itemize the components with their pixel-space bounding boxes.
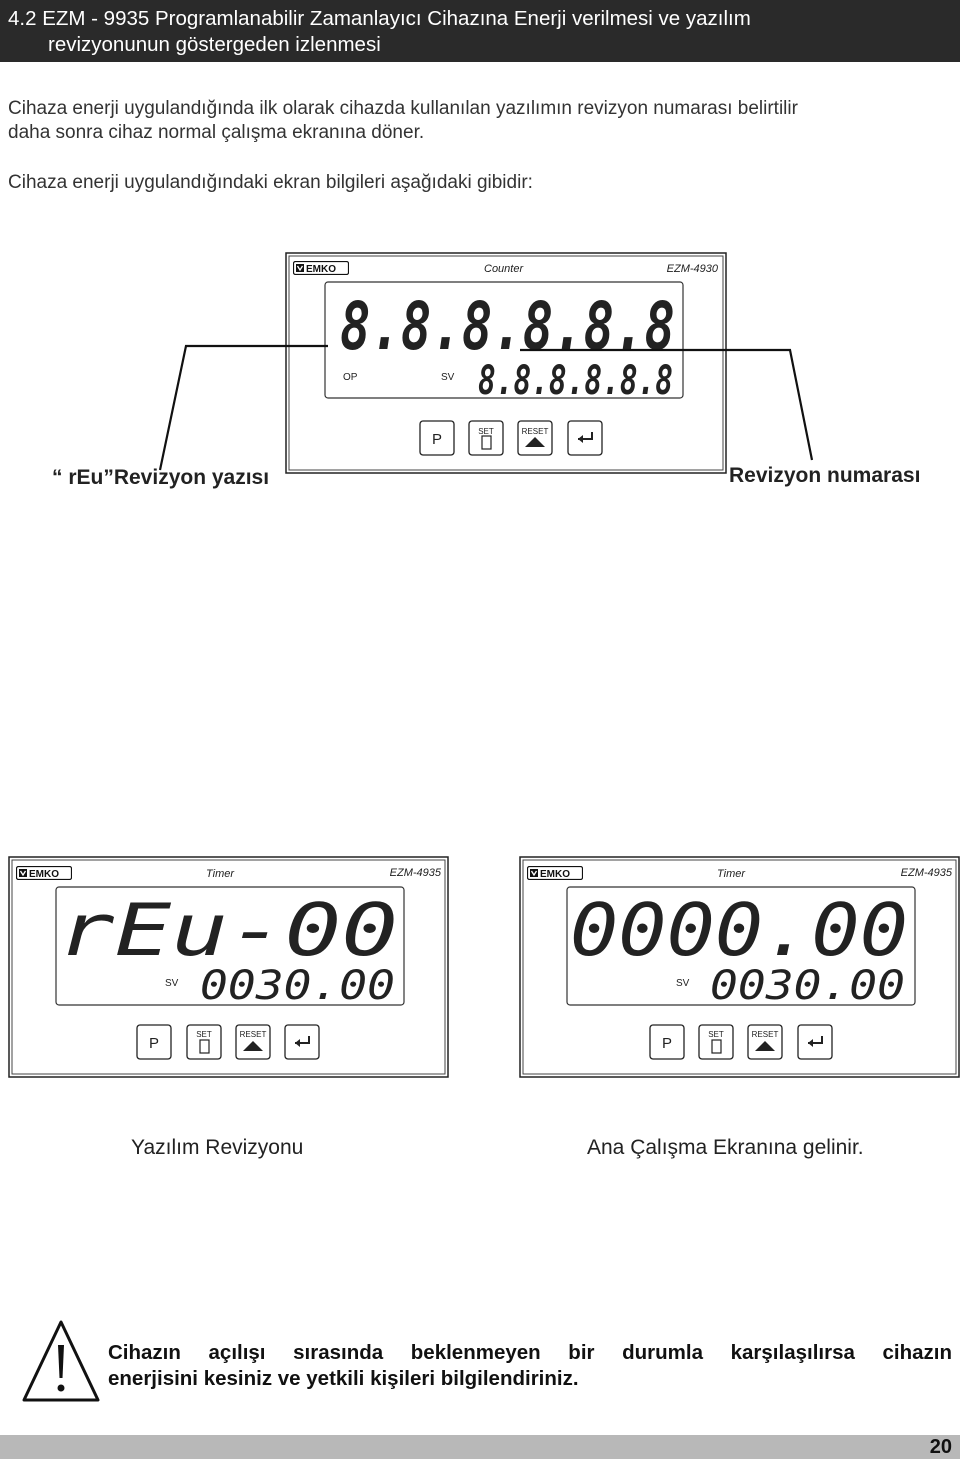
sv-label: SV bbox=[676, 978, 690, 989]
callout-line-left bbox=[158, 344, 328, 471]
warning-line1: Cihazın açılışı sırasında beklenmeyen bi… bbox=[108, 1341, 952, 1364]
enter-button[interactable] bbox=[284, 1024, 320, 1060]
enter-button[interactable] bbox=[567, 420, 603, 456]
reset-button[interactable]: RESET bbox=[517, 420, 553, 456]
up-arrow-icon bbox=[243, 1041, 263, 1051]
svg-text:P: P bbox=[149, 1035, 159, 1052]
warning-text: Cihazın açılışı sırasında beklenmeyen bi… bbox=[108, 1340, 952, 1392]
emko-logo-icon bbox=[293, 261, 349, 275]
lcd-window bbox=[55, 886, 405, 1006]
callout-right-label: Revizyon numarası bbox=[729, 464, 920, 487]
warning-line2: enerjisini kesiniz ve yetkili kişileri b… bbox=[108, 1367, 579, 1390]
main-display: 8.8.8.8.8.8 bbox=[340, 288, 675, 365]
callout-left-label: “ rEu”Revizyon yazısı bbox=[52, 466, 269, 489]
device-type-label: Timer bbox=[717, 868, 746, 880]
lcd-window bbox=[566, 886, 916, 1006]
svg-text:P: P bbox=[662, 1035, 672, 1052]
device-model-label: EZM-4935 bbox=[390, 867, 442, 879]
sub-display: 0030.00 bbox=[200, 963, 395, 1009]
up-arrow-icon bbox=[755, 1041, 775, 1051]
set-button[interactable]: SET bbox=[468, 420, 504, 456]
svg-text:RESET: RESET bbox=[240, 1030, 267, 1039]
section-title-line2: revizyonunun göstergeden izlenmesi bbox=[48, 33, 381, 56]
p-button[interactable]: P bbox=[649, 1024, 685, 1060]
caption-right: Ana Çalışma Ekranına gelinir. bbox=[587, 1136, 864, 1159]
reset-button[interactable]: RESET bbox=[235, 1024, 271, 1060]
top-device-panel: Counter EZM-4930 8.8.8.8.8.8 8.8.8.8.8.8… bbox=[285, 252, 727, 474]
emko-logo-icon bbox=[16, 866, 72, 880]
svg-text:P: P bbox=[432, 431, 442, 448]
callout-line-right bbox=[520, 348, 814, 461]
device-model-label: EZM-4930 bbox=[667, 263, 719, 275]
page-number: 20 bbox=[929, 1436, 952, 1458]
intro-line1: Cihaza enerji uygulandığında ilk olarak … bbox=[8, 98, 798, 119]
lcd-window bbox=[324, 281, 684, 399]
set-icon bbox=[199, 1039, 210, 1054]
svg-text:SET: SET bbox=[196, 1030, 212, 1039]
svg-text:SET: SET bbox=[708, 1030, 724, 1039]
sv-label: SV bbox=[165, 978, 179, 989]
svg-text:SET: SET bbox=[478, 427, 494, 436]
section-header: 4.2 EZM - 9935 Programlanabilir Zamanlay… bbox=[0, 0, 960, 62]
intro-line2: daha sonra cihaz normal çalışma ekranına… bbox=[8, 122, 425, 143]
left-device-panel: Timer EZM-4935 rEu-00 0030.00 SV P SET R… bbox=[8, 856, 449, 1078]
device-type-label: Timer bbox=[206, 868, 235, 880]
svg-text:RESET: RESET bbox=[752, 1030, 779, 1039]
up-arrow-icon bbox=[525, 437, 545, 447]
p-button[interactable]: P bbox=[136, 1024, 172, 1060]
page-footer: 20 bbox=[0, 1435, 960, 1459]
set-button[interactable]: SET bbox=[698, 1024, 734, 1060]
op-label: OP bbox=[343, 372, 358, 383]
warning-triangle-icon bbox=[22, 1320, 100, 1402]
main-display: rEu-00 bbox=[58, 888, 398, 972]
main-display: 0000.00 bbox=[570, 888, 908, 972]
caption-left: Yazılım Revizyonu bbox=[131, 1136, 304, 1159]
intro-line3: Cihaza enerji uygulandığındaki ekran bil… bbox=[8, 172, 533, 193]
set-icon bbox=[481, 435, 492, 450]
right-device-panel: Timer EZM-4935 0000.00 0030.00 SV P SET … bbox=[519, 856, 960, 1078]
svg-text:RESET: RESET bbox=[522, 427, 549, 436]
emko-logo-icon bbox=[527, 866, 583, 880]
device-type-label: Counter bbox=[484, 263, 524, 275]
reset-button[interactable]: RESET bbox=[747, 1024, 783, 1060]
set-icon bbox=[711, 1039, 722, 1054]
sub-display: 8.8.8.8.8.8 bbox=[478, 358, 673, 404]
enter-button[interactable] bbox=[797, 1024, 833, 1060]
device-model-label: EZM-4935 bbox=[901, 867, 953, 879]
p-button[interactable]: P bbox=[419, 420, 455, 456]
set-button[interactable]: SET bbox=[186, 1024, 222, 1060]
section-title-line1: 4.2 EZM - 9935 Programlanabilir Zamanlay… bbox=[8, 7, 751, 30]
sv-label: SV bbox=[441, 372, 455, 383]
sub-display: 0030.00 bbox=[710, 963, 905, 1009]
